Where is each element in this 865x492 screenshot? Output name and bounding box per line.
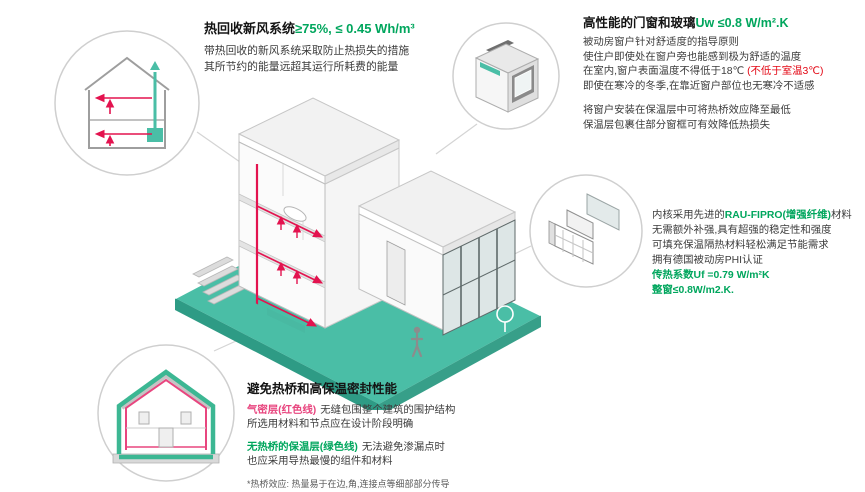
- thermal-bridge-section: 避免热桥和高保温密封性能 气密层(红色线)无缝包围整个建筑的围护结构 所选用材料…: [247, 378, 567, 490]
- text-line: 无需额外补强,具有超强的稳定性和强度: [652, 225, 832, 236]
- text-line: 内核采用先进的RAU-FIPRO(增强纤维)材料: [652, 208, 864, 223]
- thermal-bridge-footnote: *热桥效应: 热量易于在边,角,连接点等细部部分传导: [247, 479, 450, 489]
- thermal-bridge-title: 避免热桥和高保温密封性能: [247, 382, 398, 396]
- window-profile-icon: [529, 174, 643, 288]
- u-value-text: 传热系数Uf =0.79 W/m²K: [652, 270, 770, 281]
- whole-window-u-value-text: 整窗≤0.8W/m2.K.: [652, 285, 734, 296]
- text-segment: 无缝包围整个建筑的围护结构: [320, 405, 456, 416]
- entrance-door: [386, 240, 406, 306]
- text-line: 使住户即使处在窗户旁也能感到极为舒适的温度: [583, 51, 802, 63]
- windows-para2: 将窗户安装在保温层中可将热桥效应降至最低 保温层包裹住部分窗框可有效降低热损失: [583, 104, 861, 133]
- house-3d-illustration: [174, 97, 542, 410]
- heat-recovery-title-value: ≥75%, ≤ 0.45 Wh/m³: [295, 21, 415, 36]
- heat-recovery-icon: [54, 30, 200, 176]
- text-line: 所选用材料和节点应在设计阶段明确: [247, 419, 414, 430]
- windows-title-text: 高性能的门窗和玻璃: [583, 16, 696, 30]
- glass-wing-volume: [357, 170, 517, 336]
- airtight-layer-label: 气密层(红色线): [247, 405, 317, 416]
- window-corner-icon: [452, 22, 560, 130]
- text-line: 气密层(红色线)无缝包围整个建筑的围护结构: [247, 404, 567, 418]
- main-building-volume: [237, 97, 401, 333]
- heat-recovery-title: 热回收新风系统≥75%, ≤ 0.45 Wh/m³: [204, 18, 489, 37]
- person-figure: [410, 326, 424, 358]
- text-line: 无热桥的保温层(绿色线)无法避免渗漏点时: [247, 441, 567, 455]
- kitchen-counter: [267, 308, 305, 333]
- windows-para1: 被动房窗户针对舒适度的指导原则 使住户即使处在窗户旁也能感到极为舒适的温度 在室…: [583, 36, 861, 94]
- text-segment: 内核采用先进的: [652, 210, 725, 221]
- temperature-warning-text: (不低于室温3℃): [747, 66, 824, 78]
- heat-recovery-title-text: 热回收新风系统: [204, 21, 296, 36]
- bathtub: [283, 206, 307, 222]
- thermal-bridge-icon: [97, 344, 235, 482]
- insulation-layer-label: 无热桥的保温层(绿色线): [247, 442, 358, 453]
- text-line: 带热回收的新风系统采取防止热损失的措施: [204, 45, 410, 57]
- windows-title-value: Uw ≤0.8 W/m².K: [695, 16, 789, 30]
- heat-recovery-unit: [245, 298, 259, 318]
- text-line: 将窗户安装在保温层中可将热桥效应降至最低: [583, 105, 791, 117]
- garden-steps: [192, 256, 249, 305]
- text-line: 保温层包裹住部分窗框可有效降低热损失: [583, 119, 771, 131]
- text-line: 被动房窗户针对舒适度的指导原则: [583, 37, 739, 48]
- text-line: 拥有德国被动房PHI认证: [652, 255, 763, 266]
- windows-section: 高性能的门窗和玻璃Uw ≤0.8 W/m².K 被动房窗户针对舒适度的指导原则 …: [583, 12, 861, 134]
- heat-recovery-body: 带热回收的新风系统采取防止热损失的措施 其所节约的能量远超其运行所耗费的能量: [204, 43, 489, 75]
- insulation-layer-lines: 无热桥的保温层(绿色线)无法避免渗漏点时 也应采用导热最慢的组件和材料: [247, 441, 567, 469]
- airtight-layer-lines: 气密层(红色线)无缝包围整个建筑的围护结构 所选用材料和节点应在设计阶段明确: [247, 404, 567, 432]
- frame-material-section: 内核采用先进的RAU-FIPRO(增强纤维)材料 无需额外补强,具有超强的稳定性…: [652, 208, 864, 298]
- tree-sketch: [496, 305, 514, 332]
- ventilation-ducts: [255, 164, 324, 327]
- text-segment: 材料: [830, 210, 852, 221]
- text-line: 其所节约的能量远超其运行所耗费的能量: [204, 61, 399, 73]
- text-line: 在室内,窗户表面温度不得低于18℃ (不低于室温3℃): [583, 65, 861, 80]
- text-line: 即使在寒冷的冬季,在靠近窗户部位也无寒冷不适感: [583, 80, 815, 92]
- heat-recovery-section: 热回收新风系统≥75%, ≤ 0.45 Wh/m³ 带热回收的新风系统采取防止热…: [204, 18, 489, 75]
- material-name-text: RAU-FIPRO(增强纤维): [724, 210, 831, 221]
- windows-title: 高性能的门窗和玻璃Uw ≤0.8 W/m².K: [583, 12, 861, 31]
- text-segment: 无法避免渗漏点时: [361, 442, 445, 453]
- text-line: 可填充保温隔热材料轻松满足节能需求: [652, 240, 829, 251]
- text-segment: 在室内,窗户表面温度不得低于18℃: [583, 66, 748, 78]
- text-line: 也应采用导热最慢的组件和材料: [247, 456, 393, 467]
